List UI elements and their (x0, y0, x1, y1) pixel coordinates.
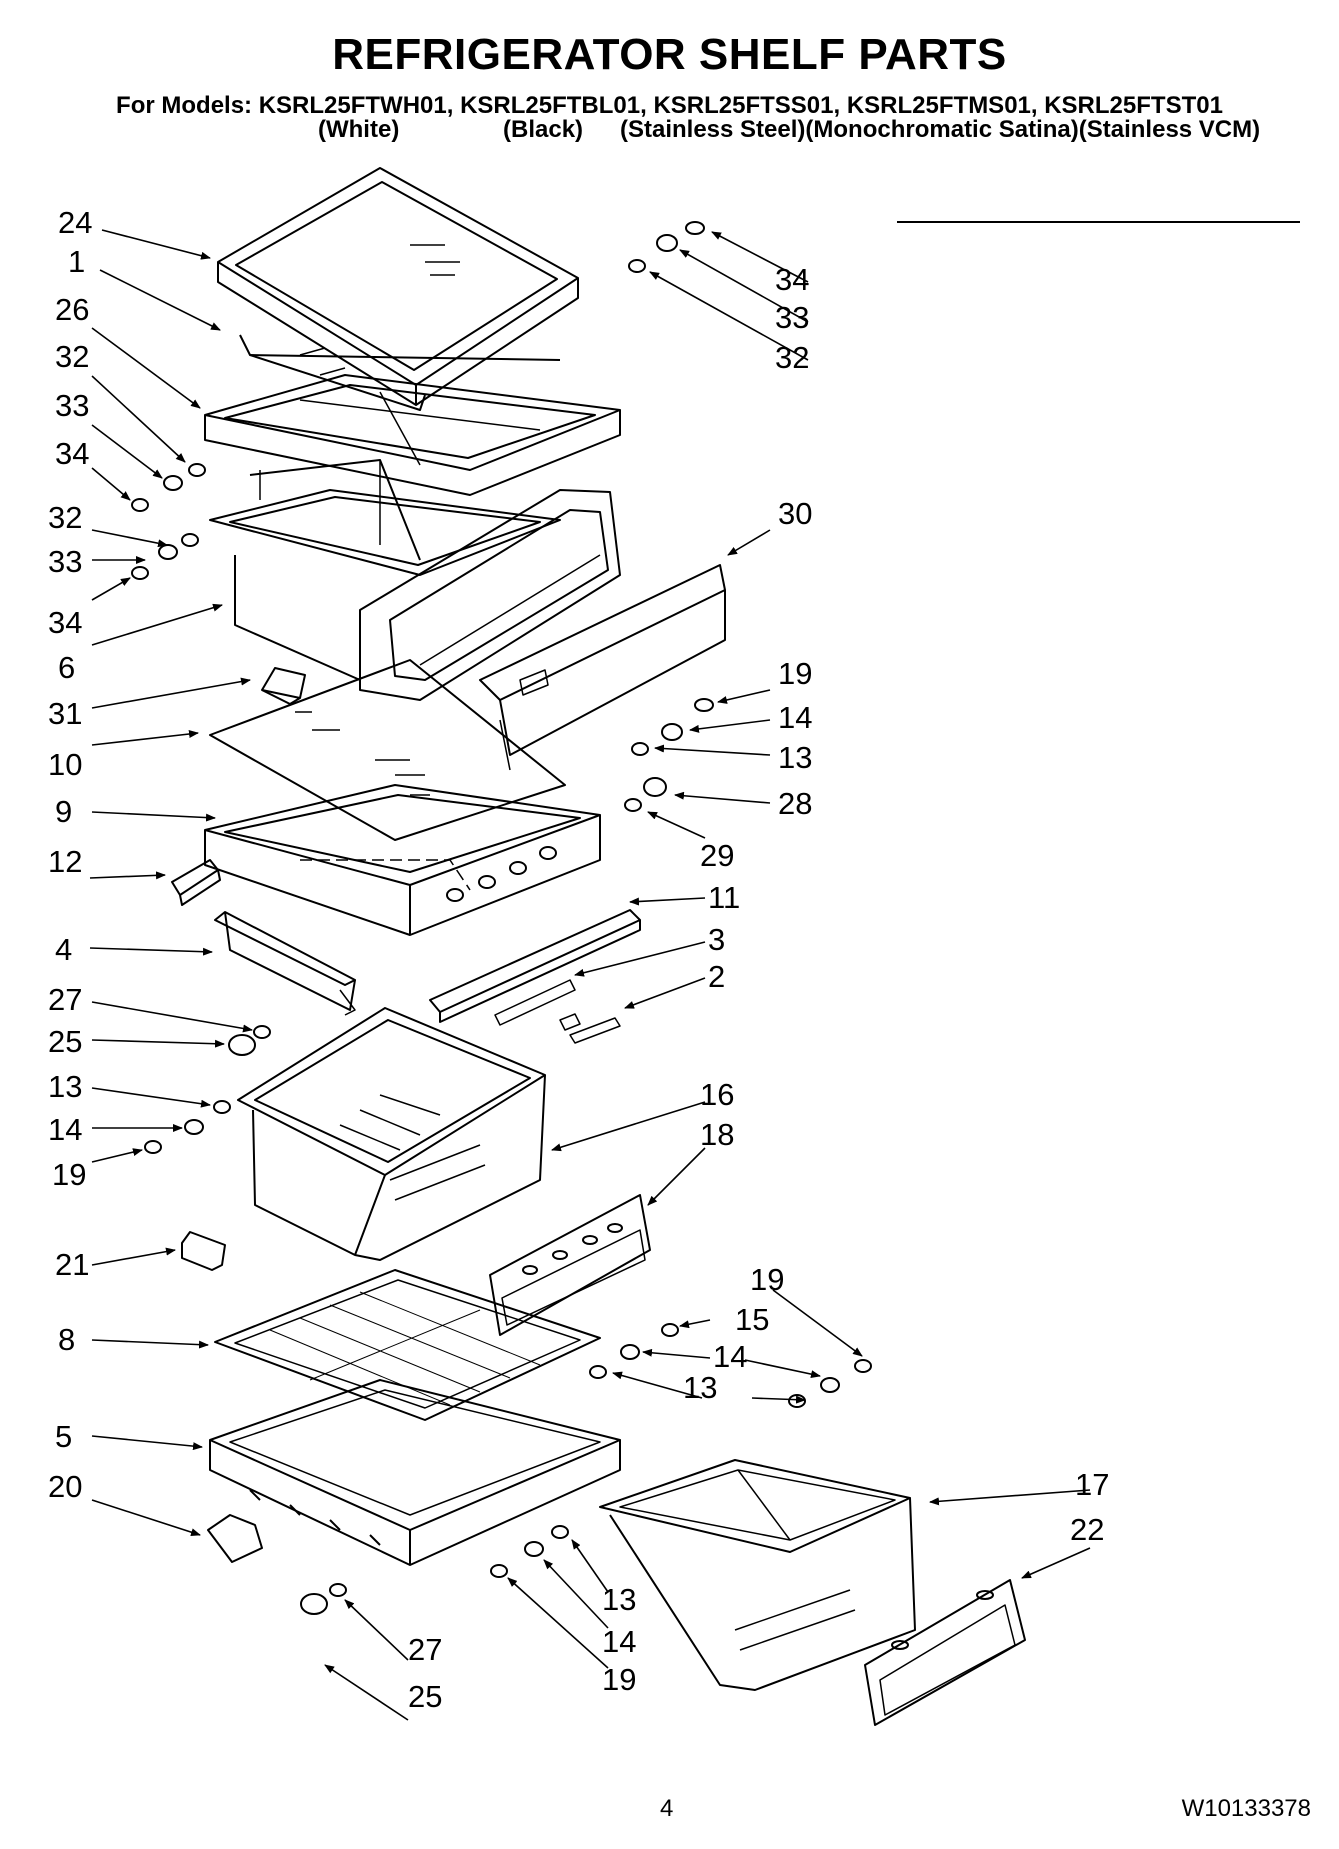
callout-1: 1 (68, 244, 85, 279)
callout-34c: 34 (775, 262, 809, 297)
right-rail-parts (429, 909, 641, 1044)
callout-12: 12 (48, 844, 82, 879)
document-number: W10133378 (1181, 1795, 1311, 1822)
model-variants: (White) (Black) (Stainless Steel)(Monoch… (0, 116, 1339, 146)
crisper-drawer (237, 1007, 546, 1261)
callout-34b: 34 (48, 605, 82, 640)
lower-clip (207, 1514, 263, 1563)
deli-drawer-front (359, 489, 621, 701)
callout-31: 31 (48, 696, 82, 731)
callout-10: 10 (48, 747, 82, 782)
parts-illustration (131, 167, 1026, 1726)
crisper-cover-front (479, 564, 726, 771)
callout-14d: 14 (602, 1624, 636, 1659)
lower-drawer (599, 1459, 916, 1691)
callout-28: 28 (778, 786, 812, 821)
deli-drawer-housing (209, 459, 561, 681)
callout-33: 33 (55, 388, 89, 423)
deli-clip (261, 667, 306, 705)
variant-stainless: (Stainless Steel)(Monochromatic Satina)(… (620, 116, 1261, 143)
callout-5: 5 (55, 1419, 72, 1454)
callout-32: 32 (55, 339, 89, 374)
callout-17: 17 (1075, 1467, 1109, 1502)
callout-29: 29 (700, 838, 734, 873)
callout-4: 4 (55, 932, 72, 967)
page-title: REFRIGERATOR SHELF PARTS (332, 30, 1007, 79)
callout-33c: 33 (775, 300, 809, 335)
lower-crisper-frame (209, 1379, 621, 1566)
callout-26: 26 (55, 292, 89, 327)
callout-19b: 19 (778, 656, 812, 691)
callout-8: 8 (58, 1322, 75, 1357)
crisper-frame (204, 784, 601, 936)
callout-21: 21 (55, 1247, 89, 1282)
cover-bracket (239, 334, 561, 411)
crisper-drawer-front (489, 1194, 651, 1336)
callout-18: 18 (700, 1117, 734, 1152)
callout-6: 6 (58, 650, 75, 685)
callout-14c: 14 (713, 1339, 747, 1374)
leader-arrows (89, 229, 1091, 1721)
callout-30: 30 (778, 496, 812, 531)
callout-25b: 25 (408, 1679, 442, 1714)
callout-32c: 32 (775, 340, 809, 375)
callout-24: 24 (58, 205, 92, 240)
left-rail-parts (171, 859, 356, 1016)
models-line: For Models: KSRL25FTWH01, KSRL25FTBL01, … (116, 92, 1223, 119)
deli-drawer-cover (217, 167, 579, 406)
callout-13c: 13 (683, 1370, 717, 1405)
callout-27b: 27 (408, 1632, 442, 1667)
glass-grate-shelf (214, 1269, 601, 1421)
fasteners (131, 221, 872, 1615)
callout-13b: 13 (778, 740, 812, 775)
crisper-clip (181, 1231, 226, 1271)
callout-16: 16 (700, 1077, 734, 1112)
callout-labels: 24 1 26 32 33 34 32 33 34 6 31 10 9 12 4… (48, 205, 1109, 1714)
callout-34: 34 (55, 436, 89, 471)
variant-black: (Black) (503, 116, 584, 143)
callout-15: 15 (735, 1302, 769, 1337)
callout-3: 3 (708, 922, 725, 957)
callout-19c: 19 (750, 1262, 784, 1297)
callout-19d: 19 (602, 1662, 636, 1697)
callout-9: 9 (55, 794, 72, 829)
callout-14b: 14 (778, 700, 812, 735)
deli-drawer-tray (204, 374, 621, 496)
crisper-glass (209, 659, 566, 841)
variant-white: (White) (318, 116, 400, 143)
callout-27: 27 (48, 982, 82, 1017)
callout-19: 19 (52, 1157, 86, 1192)
callout-20: 20 (48, 1469, 82, 1504)
callout-13d: 13 (602, 1582, 636, 1617)
callout-13: 13 (48, 1069, 82, 1104)
page-number: 4 (660, 1795, 674, 1822)
callout-25: 25 (48, 1024, 82, 1059)
callout-22: 22 (1070, 1512, 1104, 1547)
callout-2: 2 (708, 959, 725, 994)
callout-11: 11 (708, 880, 740, 915)
callout-32b: 32 (48, 500, 82, 535)
lower-drawer-front (864, 1579, 1026, 1726)
callout-33b: 33 (48, 544, 82, 579)
callout-14: 14 (48, 1112, 82, 1147)
